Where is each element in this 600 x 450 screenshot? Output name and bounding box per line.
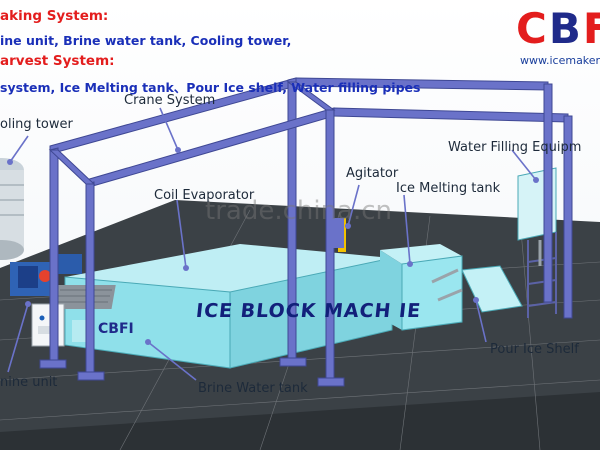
control-box xyxy=(31,303,65,347)
crane-hoist xyxy=(332,218,344,248)
leader-dots xyxy=(7,147,539,345)
label-crane-system: Crane System xyxy=(124,93,216,108)
label-brine-unit: nine unit xyxy=(0,375,58,390)
brand-url: www.icemakerch xyxy=(520,54,600,67)
harvest-system-list: system, Ice Melting tank、Pour Ice shelf,… xyxy=(0,80,421,95)
machine-brand: CBFI xyxy=(98,321,134,337)
label-agitator: Agitator xyxy=(346,166,399,181)
watermark: trade.china.cn xyxy=(205,196,393,226)
brine-water-tank xyxy=(53,244,393,369)
label-brine-water-tank: Brine Water tank xyxy=(198,381,308,396)
logo-letter-b: B xyxy=(548,4,583,53)
floor-front-edge xyxy=(0,392,600,450)
label-cooling-tower: oling tower xyxy=(0,117,73,132)
making-system-list: ine unit, Brine water tank, Cooling towe… xyxy=(0,33,292,48)
label-ice-melting-tank: Ice Melting tank xyxy=(396,181,501,196)
label-water-filling-equipment: Water Filling Equipm xyxy=(448,140,582,155)
label-coil-evaporator: Coil Evaporator xyxy=(154,188,255,203)
crane-frame xyxy=(39,77,573,387)
cooling-tower xyxy=(0,158,24,260)
brand-logo: CBF xyxy=(516,4,600,53)
leader-lines xyxy=(7,107,537,381)
logo-letter-f: F xyxy=(582,4,600,53)
machine-name: ICE BLOCK MACH IE xyxy=(194,300,423,322)
label-pour-ice-shelf: Pour Ice Shelf xyxy=(490,342,579,357)
making-system-heading: aking System: xyxy=(0,8,109,24)
logo-letter-c: C xyxy=(516,4,549,53)
harvest-system-heading: arvest System: xyxy=(0,53,115,69)
